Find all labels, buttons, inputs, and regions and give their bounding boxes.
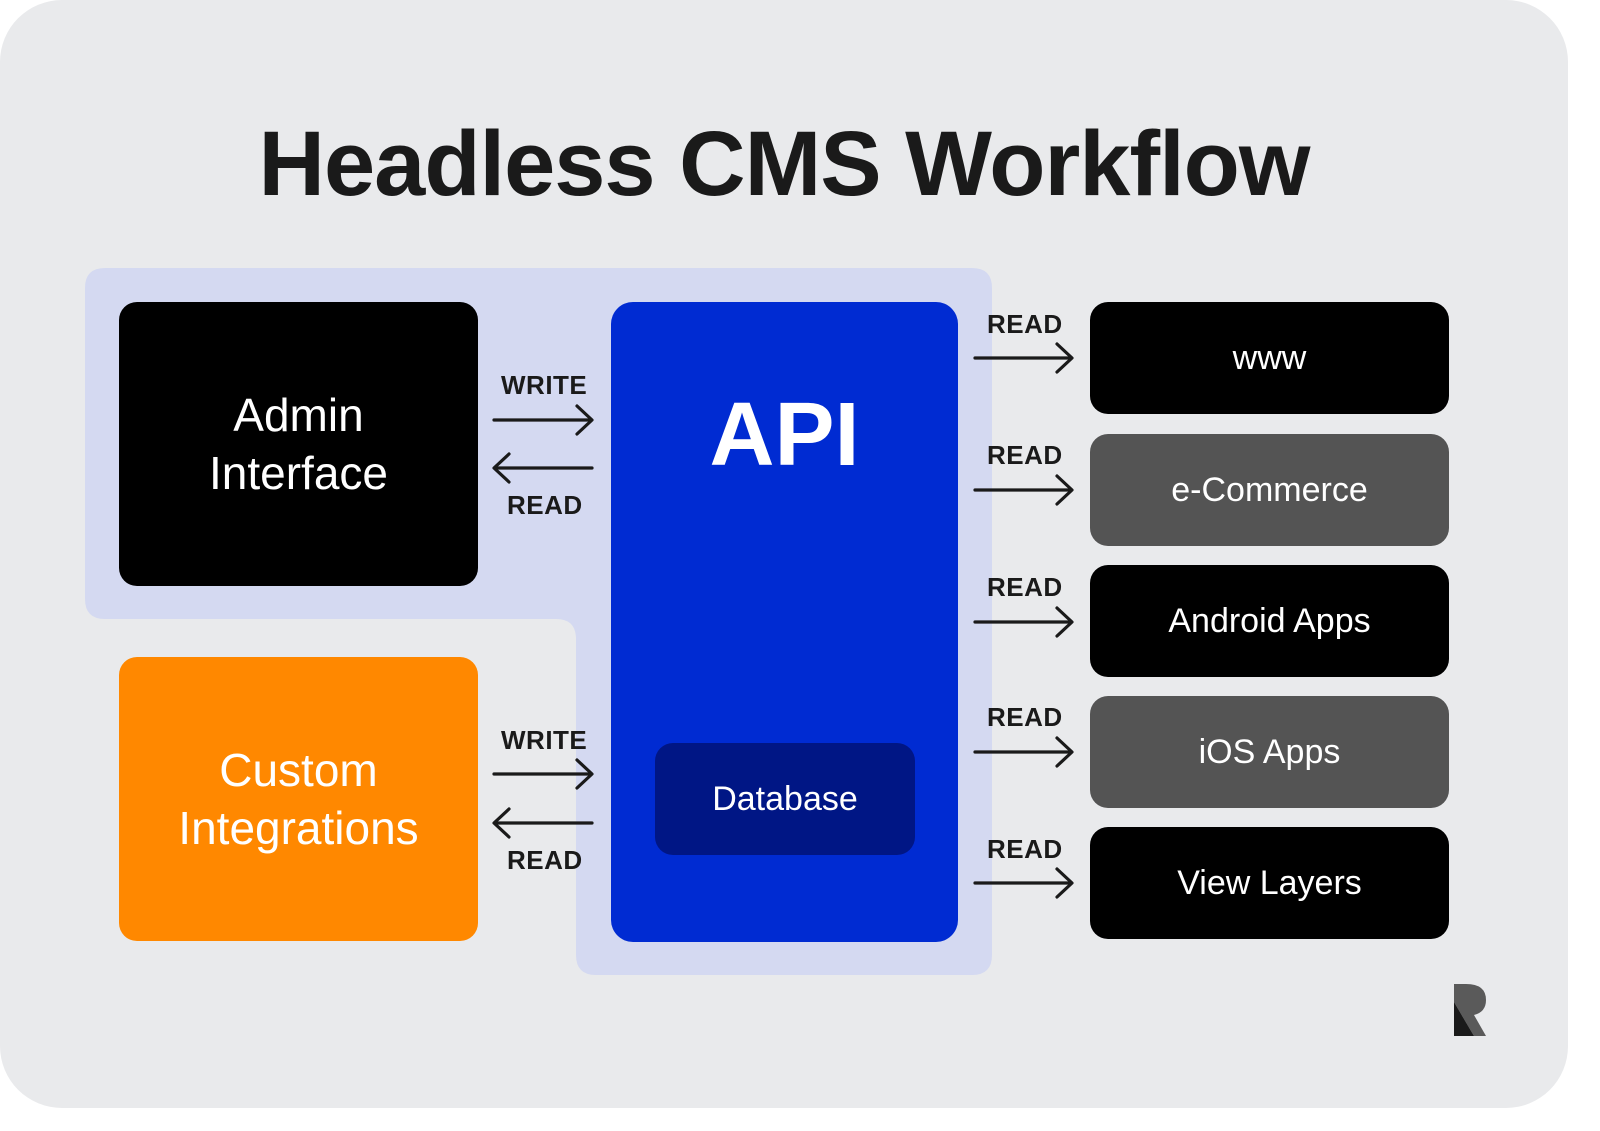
database-box: Database [655, 743, 915, 855]
custom-integrations-box: Custom Integrations [119, 657, 478, 941]
admin-read-arrow-icon [492, 452, 594, 484]
diagram-card: Headless CMS Workflow Admin Interface Cu… [0, 0, 1568, 1108]
output-view-layers-box: View Layers [1090, 827, 1449, 939]
output-ecommerce-box: e-Commerce [1090, 434, 1449, 546]
diagram-title: Headless CMS Workflow [258, 113, 1311, 215]
output-android-arrow-icon [973, 606, 1074, 638]
admin-read-label: READ [507, 490, 583, 520]
output-ecommerce-arrow-icon [973, 474, 1074, 506]
output-ecommerce-label: e-Commerce [1171, 470, 1368, 509]
output-ios-flow-label: READ [987, 702, 1063, 732]
output-www-flow-label: READ [987, 309, 1063, 339]
output-www-arrow-icon [973, 342, 1074, 374]
api-box: API Database [611, 302, 958, 942]
r-logo-icon [1454, 984, 1486, 1036]
custom-read-arrow-icon [492, 807, 594, 839]
admin-interface-box: Admin Interface [119, 302, 478, 586]
output-ios-label: iOS Apps [1198, 732, 1341, 771]
output-android-box: Android Apps [1090, 565, 1449, 677]
admin-write-label: WRITE [501, 370, 588, 400]
output-android-label: Android Apps [1168, 601, 1371, 640]
output-android-flow-label: READ [987, 572, 1063, 602]
arrows-layer [492, 342, 1074, 899]
output-ecommerce-flow-label: READ [987, 440, 1063, 470]
database-label: Database [712, 779, 858, 818]
custom-write-arrow-icon [492, 758, 594, 790]
output-www-label: www [1232, 338, 1307, 377]
output-view-layers-flow-label: READ [987, 834, 1063, 864]
custom-integrations-label: Custom Integrations [178, 744, 419, 854]
admin-interface-label: Admin Interface [209, 389, 388, 499]
output-ios-box: iOS Apps [1090, 696, 1449, 808]
output-ios-arrow-icon [973, 736, 1074, 768]
custom-read-label: READ [507, 845, 583, 875]
admin-write-arrow-icon [492, 404, 594, 436]
api-label: API [709, 385, 860, 485]
output-view-layers-label: View Layers [1177, 863, 1362, 902]
output-view-layers-arrow-icon [973, 867, 1074, 899]
custom-write-label: WRITE [501, 725, 588, 755]
output-www-box: www [1090, 302, 1449, 414]
